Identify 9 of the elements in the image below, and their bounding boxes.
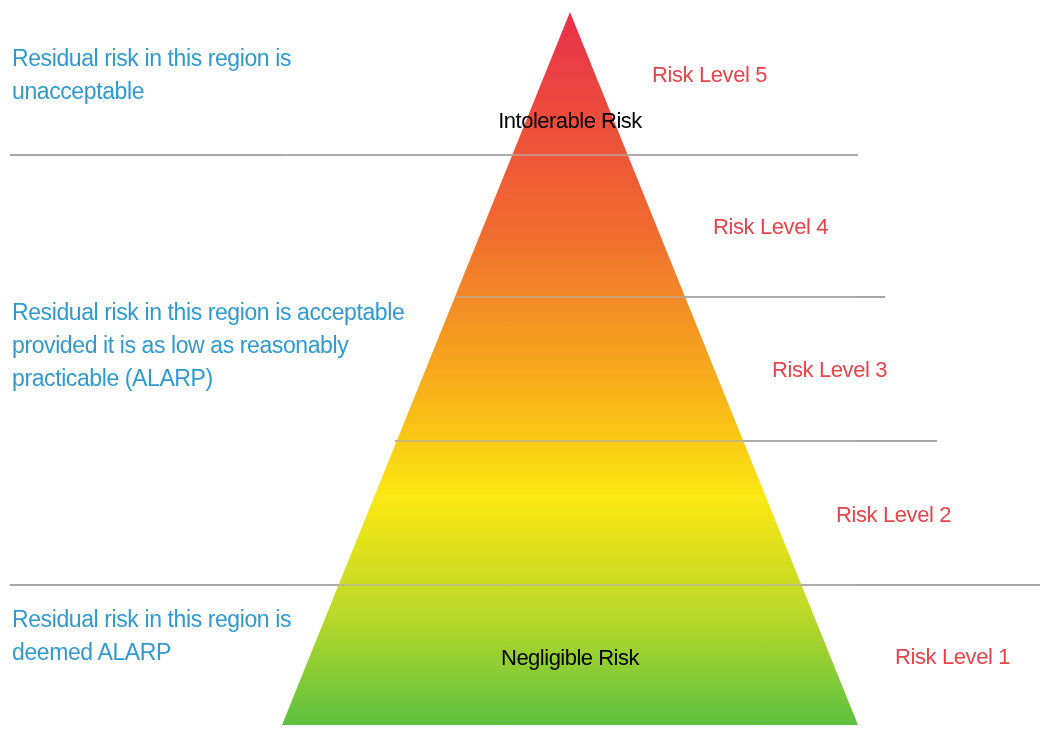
region-description: Residual risk in this region is acceptable provided it is as low as reasonably practicable (ALARP) bbox=[12, 298, 406, 393]
risk-level-label: Risk Level 2 bbox=[836, 502, 953, 528]
region-description: Residual risk in this region is deemed ALARP bbox=[12, 605, 293, 667]
risk-level-label: Risk Level 3 bbox=[772, 357, 889, 383]
risk-level-label: Risk Level 1 bbox=[895, 644, 1012, 670]
region-description: Residual risk in this region is unacceptable bbox=[12, 44, 293, 106]
risk-level-label: Risk Level 5 bbox=[652, 62, 769, 88]
zone-label: Negligible Risk bbox=[501, 645, 639, 671]
risk-level-label: Risk Level 4 bbox=[713, 214, 830, 240]
